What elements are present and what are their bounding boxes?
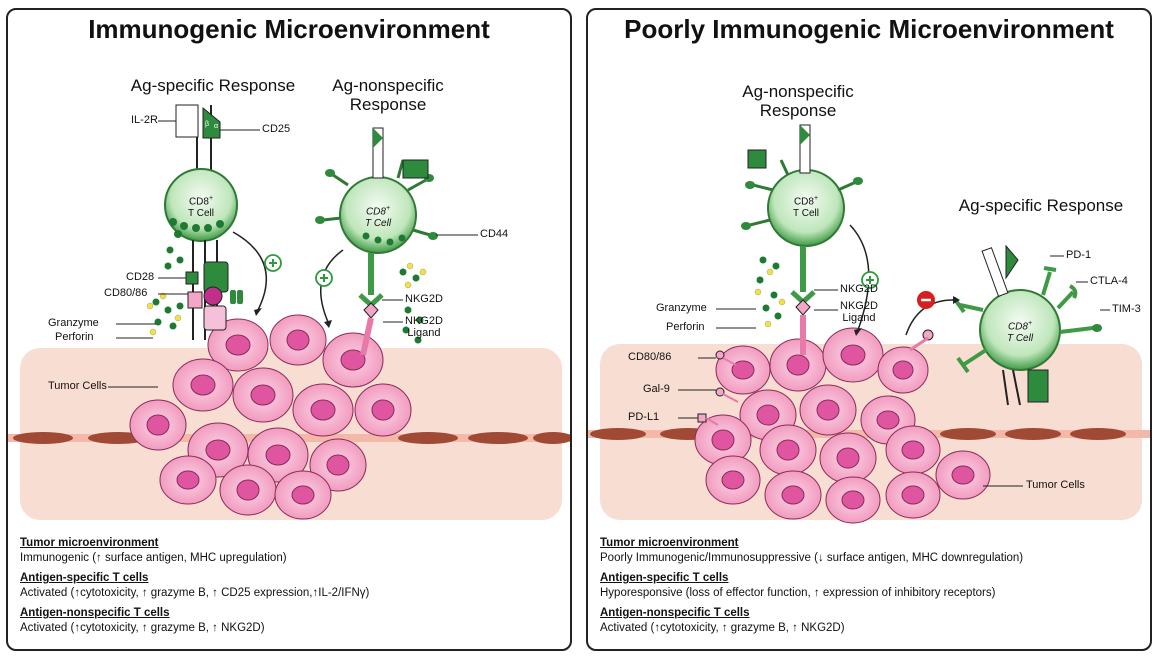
cd80-86-label: CD80/86: [628, 351, 672, 363]
nkg2d-ligand: [363, 302, 379, 319]
mhc-peptide: [203, 286, 223, 306]
nkg2d-label: NKG2D: [840, 283, 878, 295]
nkg2d-ligand-label: NKG2D Ligand: [840, 300, 878, 324]
poorly-immunogenic-diagram: [588, 124, 1150, 524]
legend-heading-ag-specific: Antigen-specific T cells: [20, 572, 149, 584]
cd25-label: CD25: [262, 123, 291, 135]
cd80-86-label: CD80/86: [104, 287, 148, 299]
ag-nonspecific-title: Ag-nonspecific Response: [738, 82, 858, 120]
tcell-label-line1: CD8: [793, 196, 814, 208]
panel-title: Immunogenic Microenvironment: [88, 14, 490, 44]
receptor-alpha-label: α: [214, 123, 219, 130]
nkg2d-ligand-line2: Ligand: [842, 312, 876, 324]
tcell-specific-label-sup: +: [1027, 320, 1033, 327]
tumor-cells-label: Tumor Cells: [48, 380, 107, 392]
ag-nonspecific-title-line1: Ag-nonspecific: [742, 82, 854, 101]
ctla4-receptor: [1056, 284, 1078, 310]
legend-left: Tumor microenvironment Immunogenic (↑ su…: [20, 536, 369, 636]
gal9-label: Gal-9: [643, 383, 670, 395]
nkg2d-ligand-label: NKG2D Ligand: [405, 315, 443, 339]
legend-text-ag-specific: Hyporesponsive (loss of effector functio…: [600, 587, 996, 599]
poorly-immunogenic-panel: Poorly Immunogenic Microenvironment: [586, 8, 1152, 651]
nkg2d-ligand-line2: Ligand: [407, 327, 441, 339]
ag-nonspecific-tcell-label: CD8+ T Cell: [781, 193, 831, 220]
il2r-label: IL-2R: [131, 114, 158, 126]
legend-heading-ag-nonspecific: Antigen-nonspecific T cells: [600, 607, 750, 619]
legend-heading-tumor: Tumor microenvironment: [600, 537, 739, 549]
tcell-nonspecific-label-line1: CD8: [365, 206, 386, 218]
nkg2d-label: NKG2D: [405, 293, 443, 305]
tumor-cell-cluster: [694, 327, 991, 524]
ag-specific-tcell-label: CD8+ T Cell: [995, 318, 1045, 345]
tcell-label-line1: CD8: [188, 196, 209, 208]
ag-nonspecific-tcell: [741, 124, 863, 355]
pd1-label: PD-1: [1066, 249, 1092, 261]
legend-heading-ag-nonspecific: Antigen-nonspecific T cells: [20, 607, 170, 619]
legend-right: Tumor microenvironment Poorly Immunogeni…: [600, 536, 1023, 636]
ag-specific-tcell: [164, 104, 243, 340]
tumor-surface-ligands: [697, 350, 739, 426]
perforin-label: Perforin: [666, 321, 705, 333]
legend-text-tumor: Poorly Immunogenic/Immunosuppressive (↓ …: [600, 552, 1024, 564]
tim3-receptor: [1059, 326, 1094, 334]
legend-text-ag-nonspecific: Activated (↑cytotoxicity, ↑ grazyme B, ↑…: [600, 622, 845, 634]
ag-nonspecific-tcell-label: CD8+ T Cell: [353, 203, 403, 230]
granzyme-perforin-dots: [146, 246, 184, 336]
perforin-label: Perforin: [55, 331, 94, 343]
ag-nonspecific-title-line2: Response: [349, 95, 427, 114]
cd28-receptor: [185, 271, 199, 285]
tcell-label-line2: T Cell: [188, 208, 214, 220]
pdl1-label: PD-L1: [628, 411, 660, 423]
tumor-cell-cluster: [129, 314, 412, 520]
ag-nonspecific-title: Ag-nonspecific Response: [328, 76, 448, 114]
nkg2d-ligand-line1: NKG2D: [405, 315, 443, 327]
legend-text-ag-specific: Activated (↑cytotoxicity, ↑ grazyme B, ↑…: [20, 587, 370, 599]
ag-specific-title: Ag-specific Response: [130, 76, 296, 95]
tcell-specific-label-line1: CD8: [1007, 321, 1028, 333]
cd80-ligand: [187, 291, 203, 309]
cd25-receptor: [202, 106, 221, 139]
immunogenic-panel: Immunogenic Microenvironment: [6, 8, 572, 651]
tim3-label: TIM-3: [1112, 303, 1141, 315]
legend-heading-ag-specific: Antigen-specific T cells: [600, 572, 729, 584]
legend-heading-tumor: Tumor microenvironment: [20, 537, 159, 549]
tcell-specific-label-line2: T Cell: [1006, 333, 1034, 345]
legend-text-tumor: Immunogenic (↑ surface antigen, MHC upre…: [20, 552, 287, 564]
panel-title: Poorly Immunogenic Microenvironment: [624, 14, 1114, 44]
ag-specific-tcell-label: CD8+ T Cell: [176, 193, 226, 220]
ag-nonspecific-title-line1: Ag-nonspecific: [332, 76, 444, 95]
tcell-label-line2: T Cell: [793, 208, 819, 220]
ctla4-label: CTLA-4: [1090, 275, 1128, 287]
pd1-receptor: [1041, 266, 1057, 296]
legend-text-ag-nonspecific: Activated (↑cytotoxicity, ↑ grazyme B, ↑…: [20, 622, 265, 634]
receptor-beta-label: β: [205, 121, 210, 128]
granzyme-label: Granzyme: [656, 302, 707, 314]
tcell-label-sup: +: [813, 195, 819, 202]
tcell-label-sup: +: [208, 195, 214, 202]
granzyme-perforin-dots: [754, 256, 786, 328]
ag-nonspecific-title-line2: Response: [759, 101, 837, 120]
nkg2d-ligand: [795, 299, 811, 316]
cd28-label: CD28: [126, 271, 155, 283]
cd44-label: CD44: [480, 228, 509, 240]
il2r-receptor: [175, 104, 199, 138]
immunogenic-diagram: [8, 104, 570, 520]
tcell-nonspecific-label-sup: +: [385, 205, 391, 212]
nkg2d-ligand-line1: NKG2D: [840, 300, 878, 312]
ag-specific-title: Ag-specific Response: [958, 196, 1124, 215]
tcell-nonspecific-label-line2: T Cell: [364, 218, 392, 230]
granzyme-label: Granzyme: [48, 317, 99, 329]
tumor-cells-label: Tumor Cells: [1026, 479, 1085, 491]
ag-nonspecific-tcell: [315, 127, 438, 356]
